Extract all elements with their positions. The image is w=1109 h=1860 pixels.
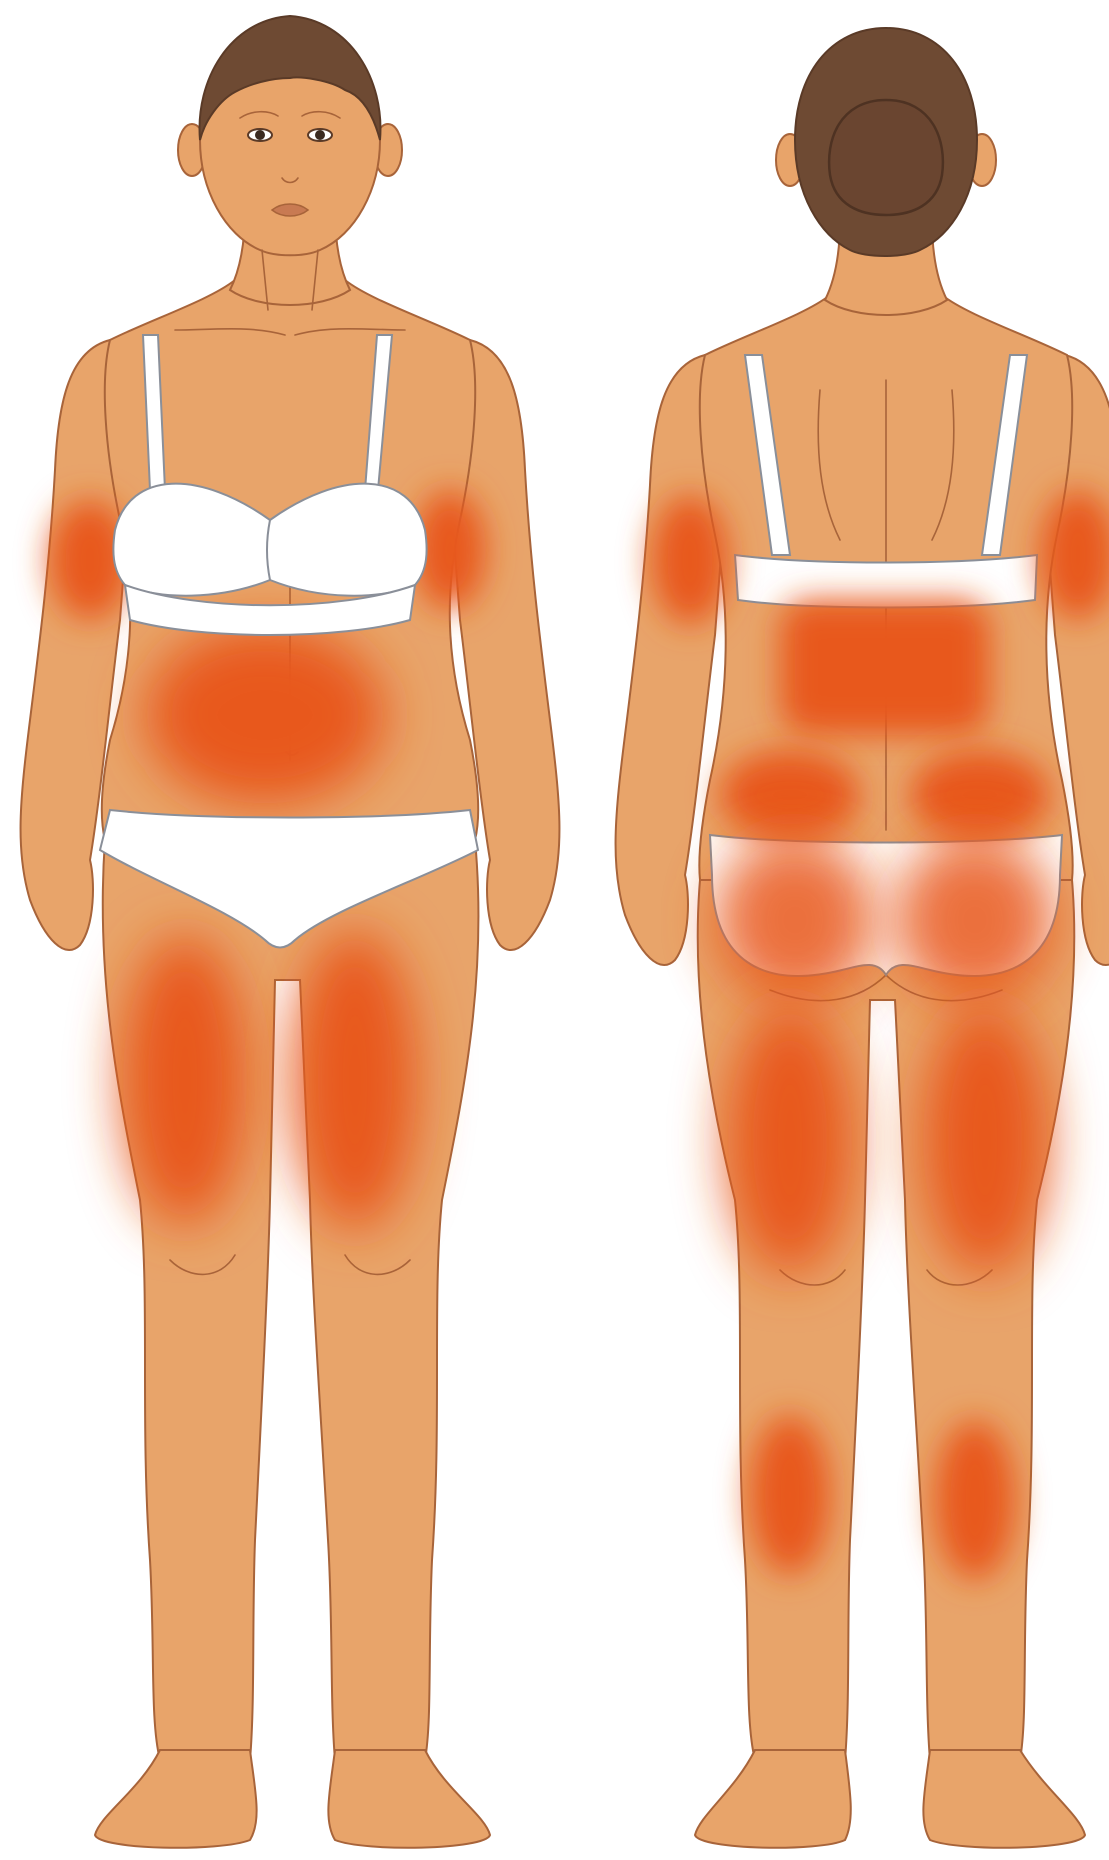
back-highlight-back — [780, 600, 990, 735]
back-highlight-calf-left — [750, 1415, 830, 1575]
back-highlight-calf-right — [935, 1420, 1015, 1580]
back-highlight-flank-left — [720, 750, 860, 840]
front-foot-right — [95, 1750, 257, 1848]
back-foot-right — [923, 1750, 1085, 1848]
front-view-figure — [21, 16, 560, 1848]
back-highlight-flank-right — [910, 750, 1050, 840]
front-foot-left — [328, 1750, 490, 1848]
back-highlight-upper-arm-left — [652, 495, 728, 625]
front-highlight-thigh-right — [123, 935, 247, 1225]
front-highlight-thigh-left — [293, 930, 417, 1230]
back-legs — [698, 880, 1075, 1760]
back-highlight-buttock-right — [895, 835, 1055, 1005]
back-hair-bun — [829, 100, 943, 215]
back-highlight-thigh-right — [923, 1005, 1047, 1275]
back-foot-left — [695, 1750, 851, 1848]
back-highlight-buttock-left — [715, 835, 875, 1005]
front-highlight-abdomen — [145, 625, 385, 805]
back-bra-band — [735, 555, 1037, 608]
back-view-figure — [616, 28, 1109, 1848]
front-pupil-left — [315, 130, 325, 140]
front-pupil-right — [255, 130, 265, 140]
back-highlight-thigh-left — [728, 1005, 852, 1275]
